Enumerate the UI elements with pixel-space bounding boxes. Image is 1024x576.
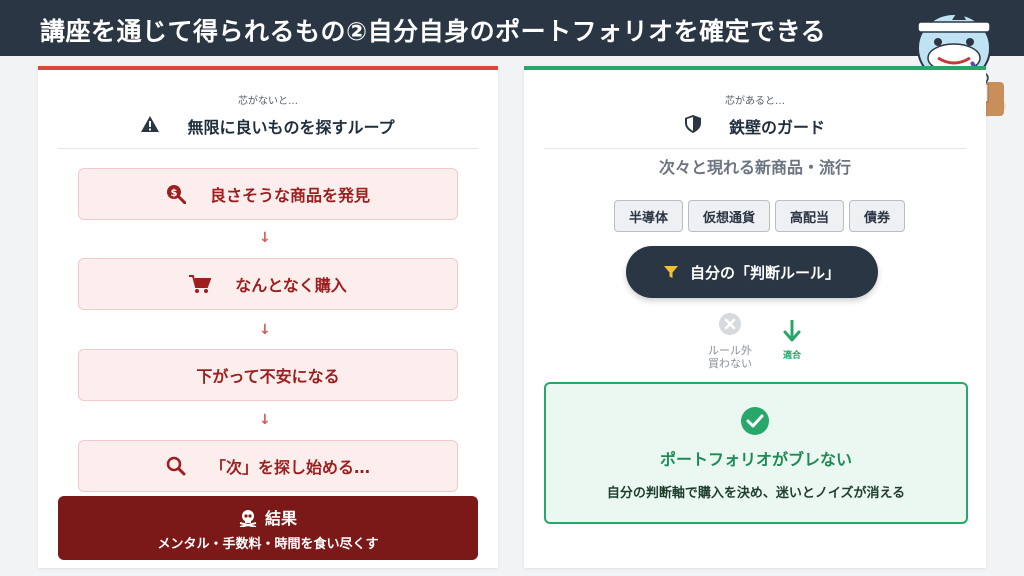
chip-crypto: 仮想通貨: [688, 200, 771, 232]
chip-semiconductor: 半導体: [614, 200, 684, 232]
step-purchase: なんとなく購入: [78, 258, 458, 310]
right-caption: 芯があると…: [725, 96, 785, 107]
search-dollar-icon: $: [166, 184, 186, 204]
search-icon: [166, 456, 186, 476]
reject-label-line2: 買わない: [708, 357, 752, 370]
arrow-down-icon: ↓: [259, 230, 271, 246]
chip-high-dividend: 高配当: [775, 200, 845, 232]
left-heading: 無限に良いものを探すループ: [38, 114, 498, 138]
judgment-rule-filter: 自分の「判断ルール」: [626, 246, 878, 298]
check-circle-icon: [741, 407, 769, 435]
match-label: 適合: [782, 351, 801, 361]
right-heading: 鉄壁のガード: [524, 114, 986, 138]
step-purchase-label: なんとなく購入: [235, 276, 347, 295]
chip-bonds: 債券: [849, 200, 906, 232]
left-divider: [58, 148, 478, 149]
result-box-negative: 結果 メンタル・手数料・時間を食い尽くす: [58, 496, 478, 560]
step-discover-label: 良さそうな商品を発見: [209, 186, 370, 205]
left-caption: 芯がないと…: [238, 96, 298, 107]
arrow-down-icon: ↓: [259, 322, 271, 338]
cart-icon: [189, 275, 212, 293]
result-box-title: ポートフォリオがブレない: [659, 450, 852, 469]
trend-text: 次々と現れる新商品・流行: [658, 158, 851, 177]
result-title-text: 結果: [264, 509, 297, 528]
reject-label-line1: ルール外: [708, 344, 752, 357]
left-panel: 芯がないと… 無限に良いものを探すループ $ 良さそうな商品を発見 ↓ なんとな…: [38, 66, 498, 568]
left-heading-text: 無限に良いものを探すループ: [187, 118, 395, 137]
reject-x-icon: [719, 313, 741, 335]
right-heading-text: 鉄壁のガード: [728, 118, 825, 137]
result-description: メンタル・手数料・時間を食い尽くす: [157, 537, 379, 552]
shield-icon: [684, 115, 701, 137]
step-search-next-label: 「次」を探し始める…: [209, 458, 370, 477]
step-discover: $ 良さそうな商品を発見: [78, 168, 458, 220]
skull-icon: [239, 509, 257, 531]
trend-chips: 半導体 仮想通貨 高配当 債券: [614, 200, 906, 232]
step-anxiety-label: 下がって不安になる: [196, 367, 340, 386]
header-bar: 講座を通じて得られるもの②自分自身のポートフォリオを確定できる: [0, 0, 1024, 56]
match-indicator: 適合: [770, 319, 814, 361]
arrow-down-icon: ↓: [259, 412, 271, 428]
step-anxiety: 下がって不安になる: [78, 349, 458, 401]
filter-icon: [663, 265, 678, 279]
warning-icon: [141, 116, 160, 136]
page-title: 講座を通じて得られるもの②自分自身のポートフォリオを確定できる: [40, 17, 827, 46]
filter-label: 自分の「判断ルール」: [689, 263, 840, 282]
result-title: 結果: [58, 505, 478, 531]
reject-indicator: ルール外 買わない: [700, 312, 760, 370]
step-search-next: 「次」を探し始める…: [78, 440, 458, 492]
reject-label: ルール外 買わない: [700, 344, 760, 370]
svg-text:$: $: [171, 188, 178, 199]
right-panel: 芯があると… 鉄壁のガード 次々と現れる新商品・流行 半導体 仮想通貨 高配当 …: [524, 66, 986, 568]
result-box-positive: ポートフォリオがブレない 自分の判断軸で購入を決め、迷いとノイズが消える: [544, 382, 968, 524]
arrow-down-green-icon: [783, 319, 801, 342]
right-divider: [544, 148, 966, 149]
result-box-description: 自分の判断軸で購入を決め、迷いとノイズが消える: [606, 486, 906, 501]
